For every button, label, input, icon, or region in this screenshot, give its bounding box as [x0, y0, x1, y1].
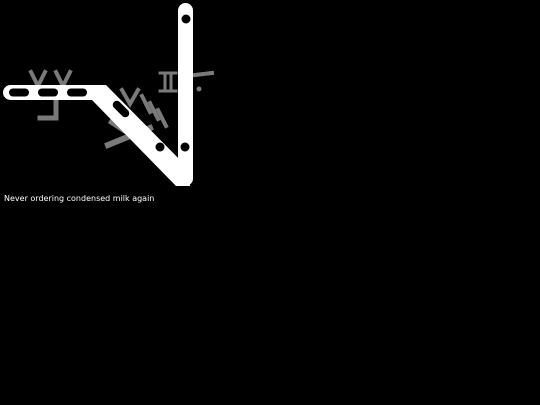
track-network	[3, 3, 193, 186]
debris-hook	[37, 94, 59, 121]
station-markers[interactable]	[9, 14, 191, 152]
debris-bar-1	[139, 93, 153, 115]
station-horizontal-1[interactable]	[9, 88, 29, 97]
debris-glyph-y-right	[53, 69, 73, 91]
track-diagonal	[92, 85, 190, 186]
track-vertical	[178, 3, 193, 186]
debris-bar-3	[155, 107, 169, 129]
caption-text: Never ordering condensed milk again	[4, 194, 155, 203]
station-horizontal-2[interactable]	[38, 88, 58, 97]
debris-layer	[28, 69, 215, 149]
station-horizontal-3[interactable]	[67, 88, 87, 97]
debris-glyph-y-left	[28, 69, 48, 91]
station-vertical-top[interactable]	[181, 14, 191, 24]
station-diagonal[interactable]	[111, 99, 131, 119]
debris-bar-2	[147, 100, 161, 122]
station-diagonal-lower[interactable]	[155, 142, 165, 152]
station-vertical-lower[interactable]	[180, 142, 190, 152]
debris-glyph-v	[119, 87, 141, 109]
debris-dash	[192, 70, 215, 78]
debris-dot	[196, 86, 202, 92]
